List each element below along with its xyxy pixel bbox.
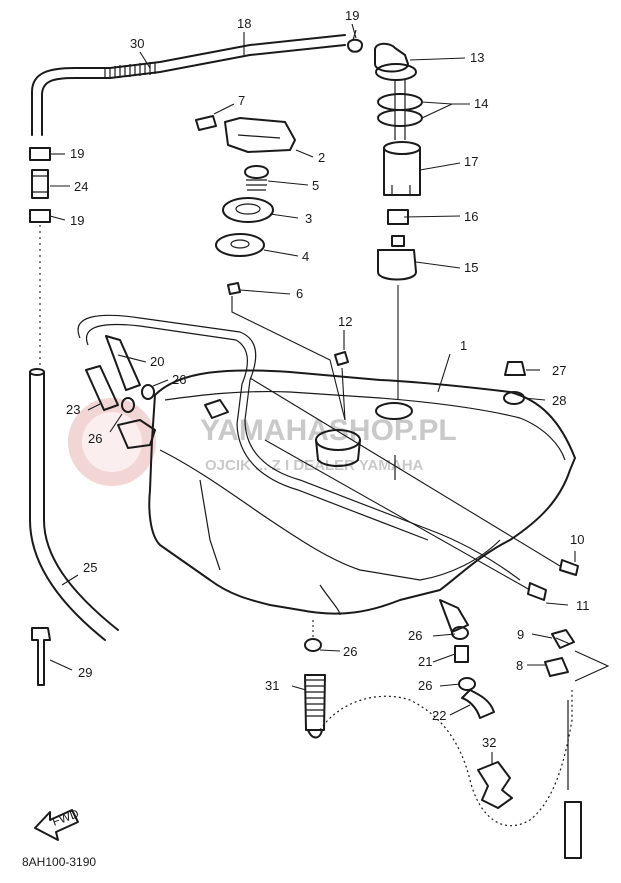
nut-27 [504,361,526,376]
callout-18: 18 [237,16,251,31]
callout-16: 16 [464,209,478,224]
callouts: 1 2 3 4 5 6 7 8 9 10 11 12 13 14 15 16 1… [66,8,590,750]
callout-5: 5 [312,178,319,193]
callout-9: 9 [517,627,524,642]
clip-32 [477,761,513,809]
callout-28: 28 [552,393,566,408]
fwd-arrow: FWD [34,806,81,841]
pump-assembly [374,42,423,281]
callout-26-e: 26 [418,678,432,693]
callout-31: 31 [265,678,279,693]
bracket-8-9 [544,629,575,677]
callout-20: 20 [150,354,164,369]
callout-26-a: 26 [172,372,186,387]
callout-21: 21 [418,654,432,669]
callout-6: 6 [296,286,303,301]
hose-18-30 [31,34,346,136]
pump-opening [375,402,413,420]
watermark: YAMAHASHOP.PL OJCIK ... Z I DEALER YAMAH… [68,398,457,486]
callout-1: 1 [460,338,467,353]
hoses-21-22 [439,599,495,719]
callout-26-d: 26 [408,628,422,643]
callout-30: 30 [130,36,144,51]
callout-19-low: 19 [70,213,84,228]
nut-12 [334,351,349,366]
callout-8: 8 [516,658,523,673]
callout-32: 32 [482,735,496,750]
callout-23: 23 [66,402,80,417]
callout-11: 11 [576,598,590,613]
callout-2: 2 [318,150,325,165]
clip-19-top [347,29,363,53]
pipes-20-23 [85,335,155,413]
hose-31 [304,638,326,739]
leader-lines [49,23,610,765]
callout-17: 17 [464,154,478,169]
callout-26-b: 26 [88,431,102,446]
callout-10: 10 [570,532,584,547]
callout-7: 7 [238,93,245,108]
callout-29: 29 [78,665,92,680]
watermark-text-2: OJCIK ... Z I DEALER YAMAHA [205,457,424,474]
callout-27: 27 [552,363,566,378]
bolts-10-11 [249,377,579,601]
drawing-code: 8AH100-3190 [22,855,96,869]
callout-12: 12 [338,314,352,329]
callout-13: 13 [470,50,484,65]
callout-15: 15 [464,260,478,275]
callout-19-top: 19 [345,8,359,23]
breather-loop [77,314,521,581]
drain-end [564,801,582,859]
spring-wrap-30 [104,62,156,79]
callout-14: 14 [474,96,488,111]
fuel-cap-assembly [195,115,296,295]
callout-25: 25 [83,560,97,575]
callout-4: 4 [302,249,309,264]
callout-24: 24 [74,179,88,194]
callout-3: 3 [305,211,312,226]
callout-22: 22 [432,708,446,723]
left-hose-fittings [29,147,51,223]
fuel-tank [117,369,576,616]
callout-19-mid: 19 [70,146,84,161]
fwd-label: FWD [50,806,81,829]
strap-29 [31,627,51,686]
hose-25 [29,368,119,641]
callout-26-c: 26 [343,644,357,659]
